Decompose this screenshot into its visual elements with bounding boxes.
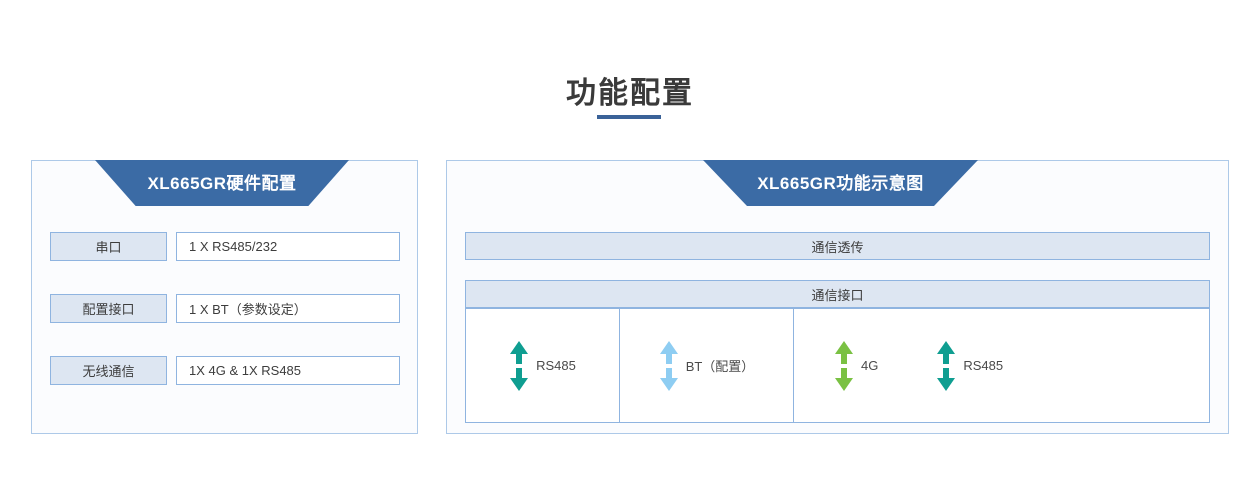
port-bt: BT（配置） bbox=[659, 340, 755, 392]
port-label: RS485 bbox=[536, 358, 576, 373]
port-label: RS485 bbox=[963, 358, 1004, 373]
port-label: BT（配置） bbox=[685, 359, 755, 374]
spec-row: 串口 1 X RS485/232 bbox=[50, 232, 400, 261]
function-diagram-panel: XL665GR功能示意图 通信透传 通信接口 RS485 bbox=[446, 160, 1229, 434]
port-label: 4G bbox=[861, 358, 879, 373]
hardware-config-panel: XL665GR硬件配置 串口 1 X RS485/232 配置接口 1 X BT… bbox=[31, 160, 418, 434]
bar-communication-interface: 通信接口 bbox=[465, 280, 1210, 308]
port-rs485: RS485 bbox=[509, 340, 576, 392]
spec-label-serial: 串口 bbox=[50, 232, 167, 261]
hardware-config-banner: XL665GR硬件配置 bbox=[95, 160, 349, 206]
port-4g: 4G bbox=[834, 340, 878, 392]
double-arrow-vertical-icon bbox=[509, 340, 529, 392]
title-underline-decoration bbox=[597, 115, 661, 119]
spec-row: 配置接口 1 X BT（参数设定） bbox=[50, 294, 400, 323]
double-arrow-vertical-icon bbox=[659, 340, 679, 392]
interface-cell-wireless: 4G RS485 bbox=[794, 309, 1209, 422]
spec-value-serial: 1 X RS485/232 bbox=[176, 232, 400, 261]
port-rs485-wireless: RS485 bbox=[936, 340, 1003, 392]
double-arrow-vertical-icon bbox=[834, 340, 854, 392]
interface-grid: RS485 BT（配置） bbox=[465, 308, 1210, 423]
spec-value-config-port: 1 X BT（参数设定） bbox=[176, 294, 400, 323]
page-title: 功能配置 bbox=[566, 77, 694, 110]
spec-label-config-port: 配置接口 bbox=[50, 294, 167, 323]
interface-cell-rs485: RS485 bbox=[466, 309, 620, 422]
bar-transparent-transmission: 通信透传 bbox=[465, 232, 1210, 260]
function-diagram-banner: XL665GR功能示意图 bbox=[703, 160, 978, 206]
double-arrow-vertical-icon bbox=[936, 340, 956, 392]
spec-label-wireless: 无线通信 bbox=[50, 356, 167, 385]
spec-value-wireless: 1X 4G & 1X RS485 bbox=[176, 356, 400, 385]
interface-cell-bt: BT（配置） bbox=[620, 309, 794, 422]
spec-row: 无线通信 1X 4G & 1X RS485 bbox=[50, 356, 400, 385]
